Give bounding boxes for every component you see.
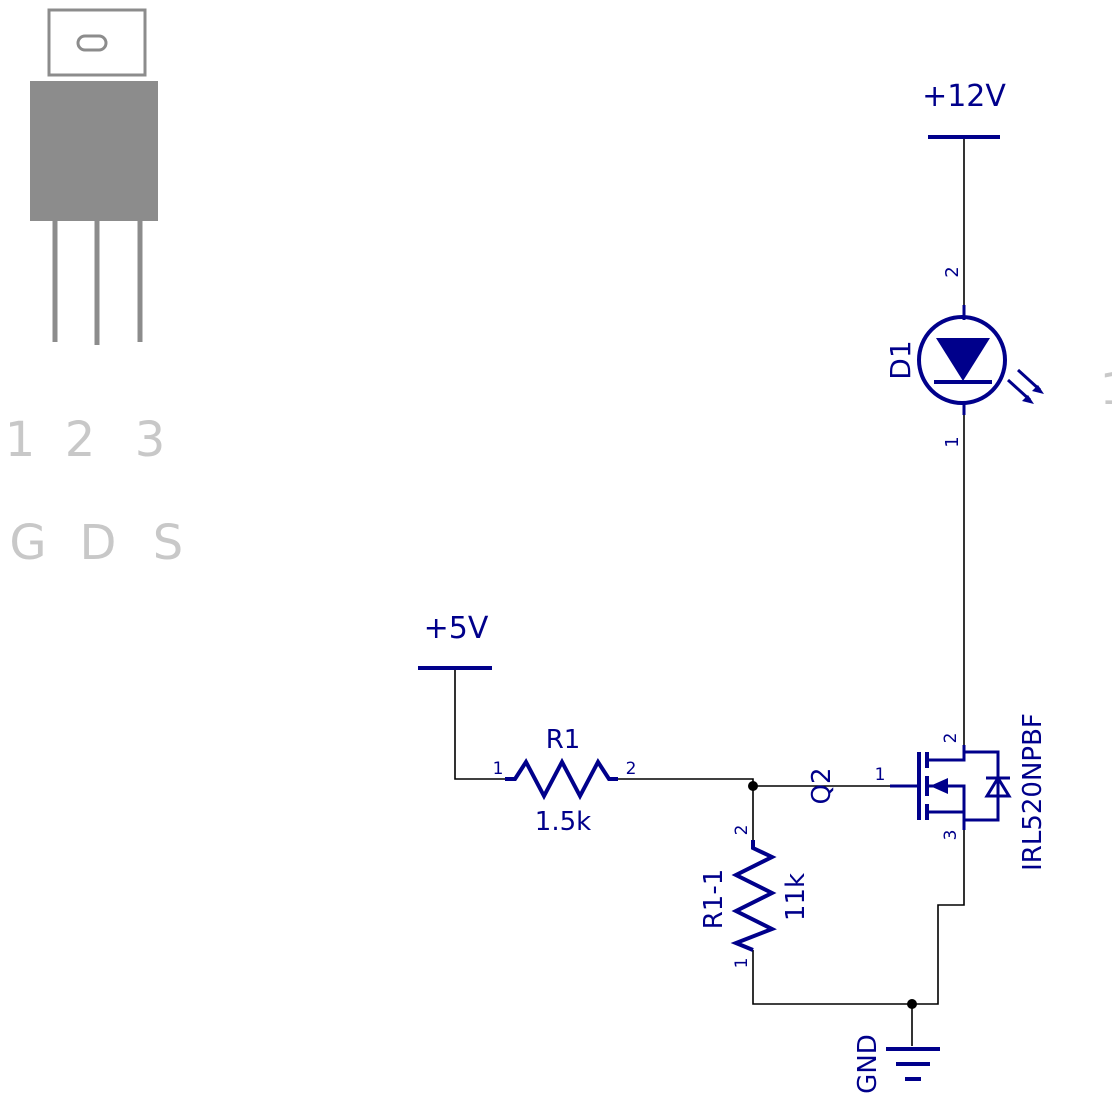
mosfet-q2 [890, 745, 1012, 830]
power-5v-label: +5V [424, 611, 489, 646]
edge-glyph: 1 [1100, 364, 1112, 415]
package-pin-number-2: 2 [65, 412, 96, 468]
junction-ground-node [907, 999, 917, 1009]
power-12v-label: +12V [922, 79, 1006, 114]
to220-package [30, 8, 158, 345]
resistor-r1-1-pin-1: 1 [732, 958, 752, 969]
resistor-r1-pin-1: 1 [493, 759, 504, 779]
package-tab [47, 8, 147, 77]
ground-label: GND [853, 1034, 883, 1094]
package-pin-number-3: 3 [135, 412, 166, 468]
wire-5v-to-r1 [454, 670, 505, 780]
led-d1-triangle [936, 338, 990, 381]
led-d1-ref: D1 [884, 340, 917, 379]
resistor-r1-ref: R1 [546, 725, 581, 755]
mosfet-q2-ref: Q2 [807, 767, 837, 804]
mosfet-q2-pin-source: 3 [941, 830, 961, 841]
resistor-r1-value: 1.5k [535, 807, 591, 837]
resistor-r1-1-ref: R1-1 [699, 869, 729, 930]
package-pin-name-d: D [80, 515, 117, 571]
led-d1-pin-1: 1 [942, 436, 963, 447]
package-pin-name-s: S [153, 515, 183, 571]
led-d1-body [917, 315, 1007, 405]
package-pin-number-1: 1 [5, 412, 36, 468]
resistor-r1-1-value: 11k [781, 873, 811, 921]
mosfet-q2-pin-gate: 1 [875, 765, 886, 785]
package-body [30, 81, 158, 221]
mosfet-q2-body-diode [984, 775, 1012, 798]
led-d1 [917, 305, 1044, 415]
mosfet-q2-arrow [930, 778, 948, 794]
resistor-r1 [505, 757, 618, 801]
junction-gate-node [748, 781, 758, 791]
resistor-r1-1 [730, 840, 777, 952]
ground-symbol [886, 1047, 940, 1081]
resistor-r1-1-pin-2: 2 [732, 825, 752, 836]
package-mounting-hole [76, 34, 108, 52]
wire-ground-return [752, 830, 965, 1005]
package-pin-name-g: G [9, 515, 46, 571]
led-d1-pin-2: 2 [942, 266, 963, 277]
mosfet-q2-part: IRL520NPBF [1018, 713, 1048, 871]
wires [454, 138, 965, 1046]
mosfet-q2-pin-drain: 2 [941, 733, 961, 744]
resistor-r1-pin-2: 2 [626, 759, 637, 779]
wire-r1-to-gate-node [618, 778, 754, 840]
